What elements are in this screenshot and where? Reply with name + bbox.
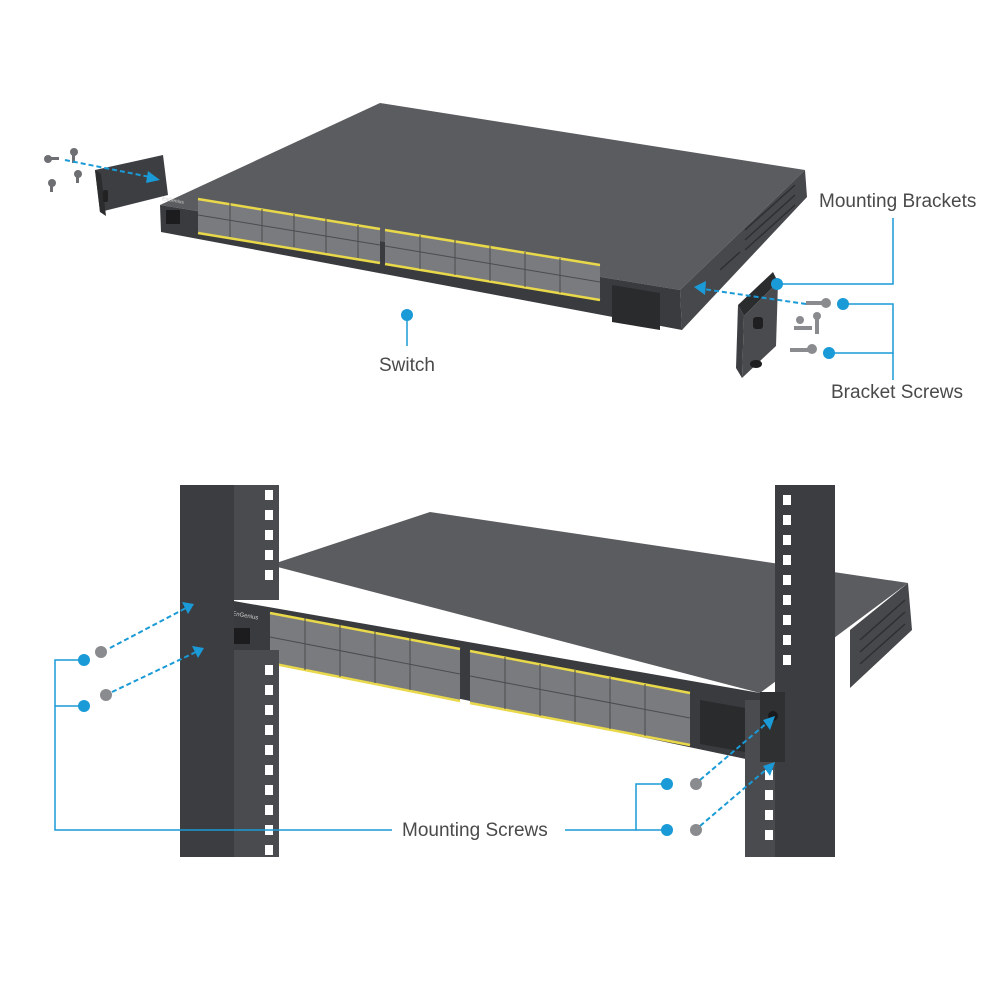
- switch-top-surface: [270, 512, 908, 693]
- switch-unit: EnGenius: [160, 103, 807, 330]
- switch-top-surface: [160, 103, 805, 290]
- screw-icon: [806, 298, 831, 308]
- left-rack-rail: [180, 485, 279, 857]
- left-mounting-arrows: [109, 602, 204, 693]
- mounting-brackets-callout: [771, 218, 894, 290]
- switch-right-side: [680, 170, 807, 330]
- screw-icon: [790, 344, 817, 354]
- brand-logo: EnGenius: [232, 611, 259, 621]
- port-led-strips: [197, 197, 601, 302]
- mounting-screws-callout: [54, 659, 665, 831]
- console-port: [232, 628, 250, 644]
- screw-icon: [95, 646, 107, 658]
- switch-side-vents: [859, 599, 906, 665]
- screw-icon: [690, 778, 702, 790]
- left-bracket-screws: [44, 148, 82, 192]
- screw-icon: [48, 179, 56, 192]
- left-mounting-screws: [95, 646, 112, 701]
- sfp-port-block: [612, 285, 660, 330]
- top-panel: EnGenius: [44, 103, 894, 380]
- switch-callout: [401, 309, 413, 346]
- switch-side-vents: [719, 184, 796, 271]
- mounting-brackets-label: Mounting Brackets: [819, 191, 977, 212]
- switch-label: Switch: [379, 355, 435, 376]
- port-grid: [269, 618, 691, 736]
- screw-icon: [100, 689, 112, 701]
- right-rack-rail: [745, 485, 835, 857]
- bracket-screws-label: Bracket Screws: [831, 382, 963, 403]
- bracket-screws-callout: [823, 298, 894, 380]
- port-grid: [197, 203, 601, 293]
- screw-icon: [813, 312, 821, 334]
- screw-icon: [794, 316, 812, 330]
- sfp-port-block: [700, 700, 745, 752]
- left-bracket-arrow: [64, 159, 160, 183]
- right-mounting-bracket: [736, 272, 778, 378]
- rack-mounted-switch: EnGenius: [228, 512, 912, 762]
- right-mounting-arrows: [699, 716, 775, 827]
- screw-icon: [70, 148, 78, 163]
- switch-right-side: [850, 583, 912, 688]
- bottom-panel: EnGenius: [54, 485, 912, 857]
- mounting-screws-label: Mounting Screws: [402, 820, 548, 841]
- right-mounting-screws: [690, 778, 702, 836]
- screw-icon: [74, 170, 82, 183]
- console-port: [166, 210, 180, 224]
- right-bracket-arrow: [694, 281, 807, 305]
- port-led-strips: [269, 611, 691, 747]
- screw-icon: [44, 155, 59, 163]
- mounting-screws-callout-dots: [78, 654, 673, 836]
- right-bracket-screws: [790, 298, 831, 354]
- screw-icon: [690, 824, 702, 836]
- brand-logo: EnGenius: [162, 196, 185, 206]
- left-mounting-bracket: [95, 155, 168, 216]
